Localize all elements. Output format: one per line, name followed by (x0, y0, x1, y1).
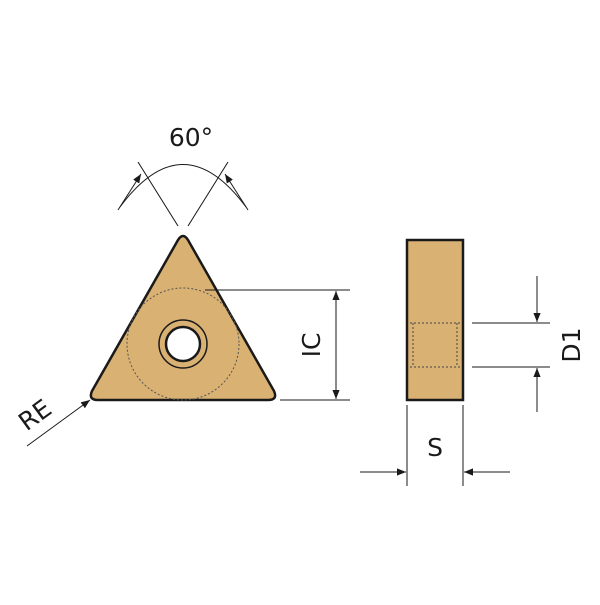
triangle-insert-top-view (89, 234, 277, 402)
ic-dimension: IC (205, 289, 350, 401)
triangle-body (89, 234, 277, 402)
angle-dimension: 60° (117, 123, 249, 227)
angle-label: 60° (169, 123, 213, 152)
inscribed-circle (126, 287, 240, 401)
angle-extension-left (137, 161, 179, 227)
angle-arc (119, 164, 247, 208)
d1-dimension: D1 (472, 276, 586, 412)
insert-side-view (405, 238, 465, 402)
angle-extension-right (187, 161, 229, 227)
angle-arrow-left (117, 173, 142, 211)
angle-arrow-right (224, 173, 249, 211)
re-label: RE (13, 394, 57, 437)
re-leader-arrow (26, 399, 91, 447)
d1-label: D1 (557, 327, 586, 362)
s-dimension: S (360, 405, 510, 486)
ic-label: IC (297, 333, 326, 358)
s-label: S (427, 433, 443, 462)
side-view-body (405, 238, 465, 402)
corner-radius-dimension: RE (13, 394, 91, 447)
center-hole (164, 325, 202, 363)
